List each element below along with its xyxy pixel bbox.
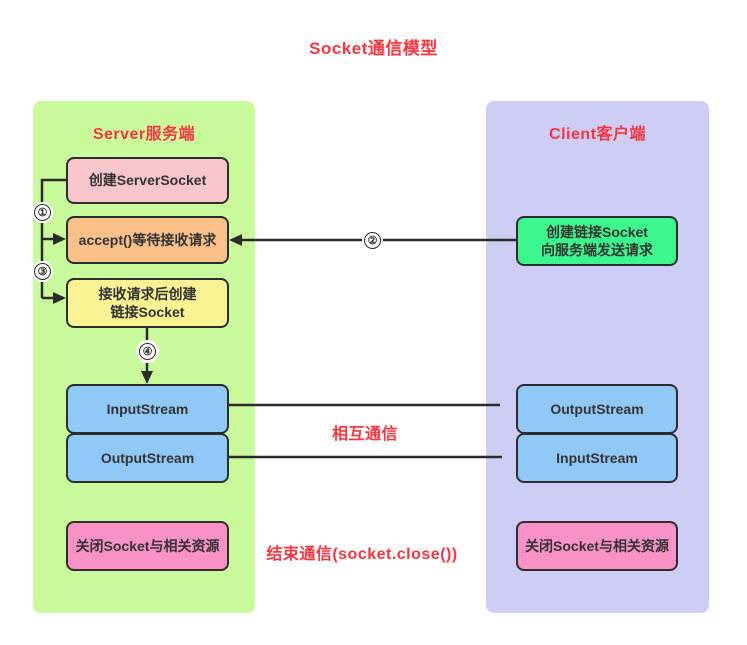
step-badge-3: ③ [34, 263, 51, 280]
node-server-close-socket-label: 关闭Socket与相关资源 [75, 537, 220, 554]
node-client-inputstream-label: InputStream [556, 449, 638, 466]
node-server-close-socket: 关闭Socket与相关资源 [66, 521, 229, 571]
page-title: Socket通信模型 [309, 39, 438, 58]
node-client-connect-socket: 创建链接Socket 向服务端发送请求 [516, 216, 678, 266]
annotation-mutual-communication: 相互通信 [331, 426, 398, 443]
step-badge-1: ① [34, 204, 51, 221]
node-server-inputstream: InputStream [66, 384, 229, 434]
client-panel-title: Client客户端 [549, 126, 646, 143]
node-create-link-socket: 接收请求后创建 链接Socket [66, 278, 229, 328]
node-accept-label: accept()等待接收请求 [78, 231, 217, 248]
client-panel: Client客户端 创建链接Socket 向服务端发送请求 OutputStre… [486, 101, 709, 613]
node-server-inputstream-label: InputStream [106, 400, 189, 417]
node-client-outputstream: OutputStream [516, 384, 678, 434]
node-accept: accept()等待接收请求 [66, 216, 229, 264]
node-server-outputstream: OutputStream [66, 433, 229, 483]
node-client-connect-socket-line2: 向服务端发送请求 [541, 242, 653, 258]
node-client-outputstream-label: OutputStream [550, 400, 644, 417]
step-badge-4: ④ [139, 343, 156, 360]
server-panel-title: Server服务端 [92, 126, 196, 143]
node-server-outputstream-label: OutputStream [100, 449, 195, 466]
annotation-end-communication: 结束通信(socket.close()) [266, 546, 458, 563]
node-client-close-socket: 关闭Socket与相关资源 [516, 521, 678, 571]
node-client-close-socket-label: 关闭Socket与相关资源 [525, 537, 669, 554]
node-client-inputstream: InputStream [516, 433, 678, 483]
node-create-link-socket-line1: 接收请求后创建 [98, 285, 197, 302]
step-badge-2: ② [364, 232, 381, 249]
node-create-serversocket-label: 创建ServerSocket [88, 172, 207, 189]
node-create-link-socket-line2: 链接Socket [110, 304, 185, 320]
node-create-serversocket: 创建ServerSocket [66, 157, 229, 204]
server-panel: Server服务端 创建ServerSocket accept()等待接收请求 … [33, 101, 255, 613]
node-client-connect-socket-line1: 创建链接Socket [546, 223, 648, 240]
